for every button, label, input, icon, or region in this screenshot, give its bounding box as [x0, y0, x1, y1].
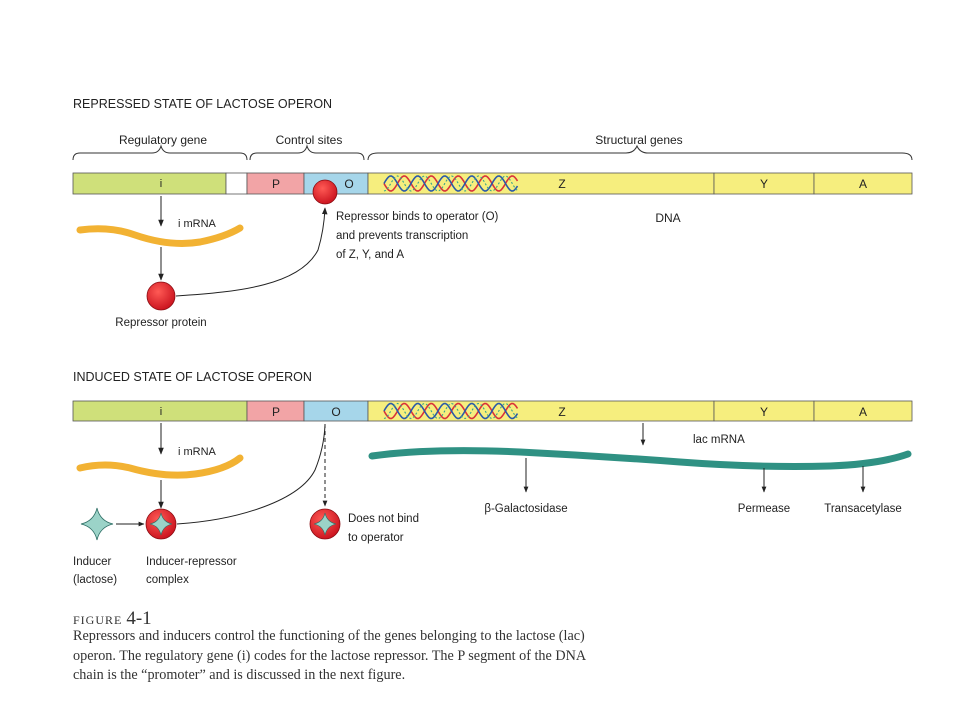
regulatory-gene-label: Regulatory gene: [119, 133, 207, 147]
no-bind-label-1: Does not bind: [348, 513, 419, 525]
lac-mrna-strand: [368, 447, 912, 470]
repressed-dna-bar: i P O Z Y A: [72, 172, 913, 195]
segment-spacer: [225, 172, 248, 195]
transacetylase-label: Transacetylase: [824, 503, 902, 515]
repressor-note-1: Repressor binds to operator (O): [336, 211, 499, 223]
repressor-protein: [146, 281, 176, 311]
lac-mrna-label: lac mRNA: [693, 434, 745, 446]
helix-strand: [383, 402, 519, 420]
segment-i-label: i: [160, 406, 162, 418]
segment-a: [813, 400, 913, 422]
repressed-state-panel: REPRESSED STATE OF LACTOSE OPERON Regula…: [72, 97, 913, 329]
permease-label: Permease: [738, 503, 790, 515]
no-bind-label-2: to operator: [348, 532, 404, 544]
repressor-note-2: and prevents transcription: [336, 230, 468, 242]
i-mrna-label: i mRNA: [178, 446, 217, 458]
dna-label: DNA: [655, 211, 680, 225]
structural-genes-brace: [367, 144, 913, 161]
repressor-protein-label: Repressor protein: [115, 317, 206, 329]
repressor-binding-arrow: [175, 207, 328, 297]
i-mrna-label: i mRNA: [178, 218, 217, 230]
segment-z-label: Z: [558, 405, 565, 419]
galactosidase-label: β-Galactosidase: [484, 503, 567, 515]
segment-y-label: Y: [760, 177, 768, 191]
i-mrna-strand: [76, 454, 244, 479]
induced-state-panel: INDUCED STATE OF LACTOSE OPERON i P O Z …: [72, 370, 913, 586]
segment-p-label: P: [272, 177, 280, 191]
inducer-lactose-icon: [80, 507, 114, 541]
segment-a-label: A: [859, 405, 867, 419]
caption-line-1: Repressors and inducers control the func…: [73, 628, 585, 644]
caption-line-3: chain is the “promoter” and is discussed…: [73, 667, 406, 683]
figure-caption-title: FIGURE 4-1: [73, 608, 152, 630]
segment-o-label: O: [344, 177, 353, 191]
segment-y-label: Y: [760, 405, 768, 419]
caption-line-2: operon. The regulatory gene (i) codes fo…: [73, 647, 587, 664]
inducer-label-2: (lactose): [73, 574, 117, 586]
figure-label: FIGURE: [73, 613, 123, 627]
dna-helix-icon: [383, 175, 519, 192]
helix-strand: [383, 175, 519, 192]
helix-strand: [383, 402, 519, 420]
inducer-repressor-complex-icon: [145, 508, 177, 540]
complex-operator-link: [176, 424, 326, 525]
segment-i: [72, 172, 227, 195]
figure-caption: Repressors and inducers control the func…: [73, 627, 683, 686]
repressed-title: REPRESSED STATE OF LACTOSE OPERON: [73, 97, 332, 111]
induced-title: INDUCED STATE OF LACTOSE OPERON: [73, 370, 312, 384]
control-sites-brace: [249, 144, 365, 161]
figure-number: 4-1: [126, 608, 152, 629]
segment-a-label: A: [859, 177, 867, 191]
i-mrna-strand: [76, 224, 244, 247]
bound-repressor: [312, 179, 338, 205]
helix-strand: [383, 175, 519, 192]
complex-label-2: complex: [146, 574, 189, 586]
repressor-note-3: of Z, Y, and A: [336, 249, 404, 261]
regulatory-gene-brace: [72, 144, 248, 161]
complex-label-1: Inducer-repressor: [146, 556, 237, 568]
segment-p-label: P: [272, 405, 280, 419]
segment-i-label: i: [160, 178, 162, 190]
inducer-label-1: Inducer: [73, 556, 112, 568]
induced-dna-bar: i P O Z Y A: [72, 400, 913, 422]
segment-a: [813, 172, 913, 195]
segment-o-label: O: [331, 405, 340, 419]
dna-helix-icon: [383, 402, 519, 420]
structural-genes-label: Structural genes: [595, 133, 682, 147]
free-complex-icon: [309, 508, 341, 540]
segment-z-label: Z: [558, 177, 565, 191]
control-sites-label: Control sites: [276, 133, 343, 147]
